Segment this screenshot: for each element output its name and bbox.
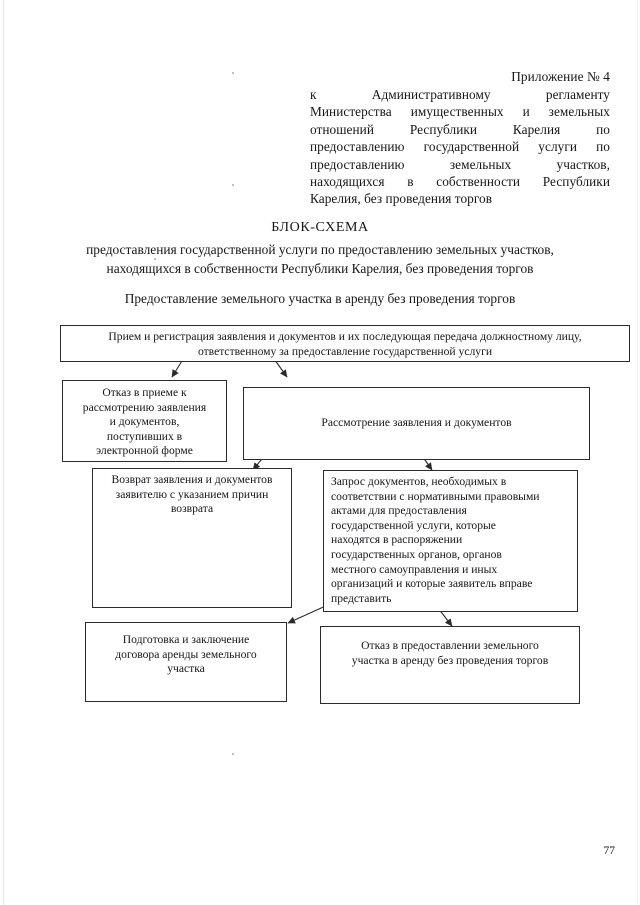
- flow-node-contract: Подготовка и заключение договора аренды …: [85, 622, 288, 703]
- node-text-line: участка: [167, 662, 205, 676]
- node-text-line: договора аренды земельного: [115, 647, 257, 661]
- node-text-line: Рассмотрение заявления и документов: [321, 416, 512, 430]
- node-text-line: заявителю с указанием причин: [115, 487, 269, 501]
- document-subtitle: предоставления государственной услуги по…: [60, 240, 580, 278]
- node-text-line: и документов,: [109, 415, 180, 429]
- appendix-reference-text: к Административному регламенту Министерс…: [310, 86, 610, 208]
- appendix-text-line: находящихся в собственности Республики: [310, 174, 610, 190]
- node-text-line: Прием и регистрация заявления и документ…: [108, 330, 582, 343]
- node-text-line: Отказ в предоставлении земельного: [361, 639, 539, 652]
- appendix-text-line: предоставлению государственной услуги по: [310, 139, 610, 155]
- page-title: БЛОК-СХЕМА: [271, 220, 369, 235]
- node-text-line: находятся в распоряжении: [331, 533, 463, 547]
- node-text-line: Отказ в приеме к: [102, 386, 187, 399]
- flow-node-refuse-acceptance: Отказ в приеме к рассмотрению заявления …: [62, 380, 228, 463]
- node-text-line: Запрос документов, необходимых в: [331, 475, 507, 488]
- node-text-line: возврата: [170, 502, 214, 516]
- node-text-line: соответствии с нормативными правовыми: [331, 489, 540, 503]
- scan-edge-artifact-right: [637, 0, 638, 905]
- node-text-line: ответственному за предоставление государ…: [197, 344, 493, 358]
- appendix-text-line: Министерства имущественных и земельных: [310, 104, 610, 120]
- page-number: 77: [603, 845, 616, 857]
- appendix-text-line: предоставлению земельных участков,: [310, 156, 610, 172]
- node-text-line: участка в аренду без проведения торгов: [351, 653, 549, 667]
- node-text-line: Возврат заявления и документов: [111, 473, 273, 486]
- node-text-line: актами для предоставления: [331, 504, 467, 518]
- flow-node-intake: Прием и регистрация заявления и документ…: [60, 325, 631, 363]
- node-text-line: местного самоуправления и иных: [331, 562, 498, 576]
- scan-speck: [232, 184, 234, 186]
- node-text-line: государственной услуги, которые: [331, 518, 496, 532]
- appendix-text-line: к Административному регламенту: [310, 87, 610, 102]
- appendix-label: Приложение № 4: [511, 69, 610, 84]
- node-text-line: государственных органов, органов: [331, 547, 502, 561]
- appendix-text-line: отношений Республики Карелия по: [310, 121, 610, 137]
- scheme-heading: Предоставление земельного участка в арен…: [124, 291, 516, 306]
- node-text-line: Подготовка и заключение: [122, 633, 250, 646]
- flow-node-deny: Отказ в предоставлении земельного участк…: [320, 626, 581, 705]
- node-text-line: рассмотрению заявления: [82, 400, 207, 414]
- node-text-line: электронной форме: [96, 444, 193, 458]
- scan-speck: [232, 753, 234, 755]
- flow-node-request-documents: Запрос документов, необходимых в соответ…: [323, 470, 579, 613]
- appendix-text-line: Карелия, без проведения торгов: [310, 191, 493, 207]
- subtitle-line: находящихся в собственности Республики К…: [106, 261, 534, 276]
- flow-node-return-documents: Возврат заявления и документов заявителю…: [92, 468, 293, 609]
- node-text-line: представить: [331, 591, 392, 605]
- node-text-line: организаций и которые заявитель вправе: [331, 577, 533, 591]
- node-text-line: поступивших в: [106, 429, 183, 443]
- scan-speck: [154, 258, 156, 260]
- subtitle-line: предоставления государственной услуги по…: [86, 242, 554, 257]
- scan-edge-artifact-left: [3, 0, 4, 905]
- scan-speck: [232, 72, 234, 74]
- flow-node-review: Рассмотрение заявления и документов: [243, 387, 591, 461]
